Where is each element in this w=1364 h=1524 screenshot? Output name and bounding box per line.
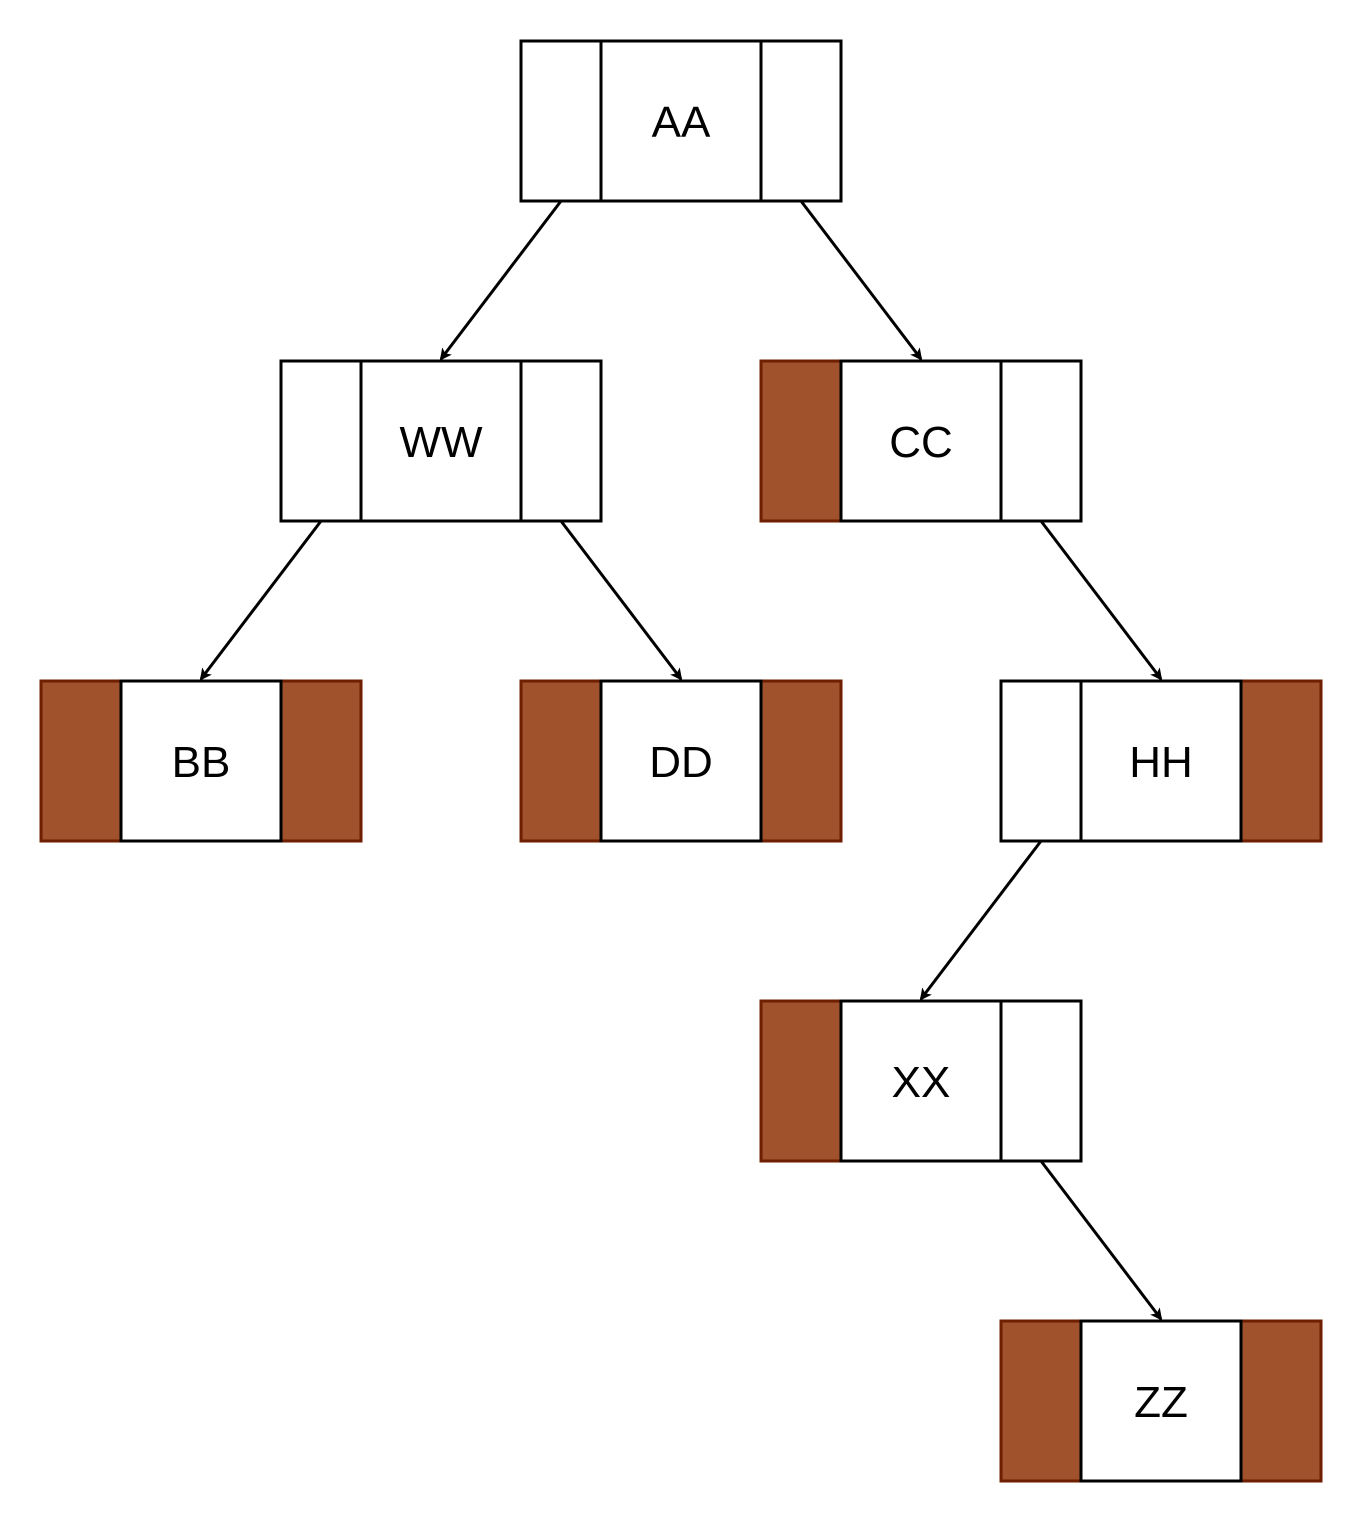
left-null-pointer-cell — [39, 679, 123, 843]
node-label: HH — [1129, 738, 1193, 787]
value-cell — [1079, 1319, 1243, 1483]
value-cell — [1079, 679, 1243, 843]
value-cell — [839, 359, 1003, 523]
right-pointer-cell — [999, 359, 1083, 523]
value-cell — [119, 679, 283, 843]
left-null-pointer-cell — [519, 679, 603, 843]
edge-ww-to-dd — [559, 520, 683, 681]
left-pointer-cell — [519, 39, 603, 203]
left-null-pointer-cell — [999, 1319, 1083, 1483]
edges-layer — [199, 200, 1163, 1321]
node-label: BB — [172, 738, 231, 787]
right-null-pointer-cell — [1239, 1319, 1323, 1483]
node-label: CC — [889, 418, 953, 467]
edge-cc-to-hh — [1039, 520, 1163, 681]
tree-node-aa: AA — [519, 39, 843, 203]
nodes-layer: AA WW CC BB DD HH XX ZZ — [39, 39, 1323, 1483]
right-pointer-cell — [999, 999, 1083, 1163]
node-label: DD — [649, 738, 713, 787]
left-null-pointer-cell — [759, 359, 843, 523]
value-cell — [839, 999, 1003, 1163]
right-pointer-cell — [759, 39, 843, 203]
value-cell — [599, 39, 763, 203]
left-null-pointer-cell — [759, 999, 843, 1163]
left-pointer-cell — [279, 359, 363, 523]
tree-node-ww: WW — [279, 359, 603, 523]
tree-node-hh: HH — [999, 679, 1323, 843]
edge-aa-to-ww — [439, 200, 563, 361]
node-label: XX — [892, 1058, 951, 1107]
tree-node-bb: BB — [39, 679, 363, 843]
tree-node-zz: ZZ — [999, 1319, 1323, 1483]
right-null-pointer-cell — [759, 679, 843, 843]
node-label: ZZ — [1134, 1378, 1188, 1427]
edge-hh-to-xx — [919, 840, 1043, 1001]
right-null-pointer-cell — [279, 679, 363, 843]
edge-xx-to-zz — [1039, 1160, 1163, 1321]
tree-node-dd: DD — [519, 679, 843, 843]
right-null-pointer-cell — [1239, 679, 1323, 843]
right-pointer-cell — [519, 359, 603, 523]
value-cell — [359, 359, 523, 523]
tree-node-xx: XX — [759, 999, 1083, 1163]
edge-ww-to-bb — [199, 520, 323, 681]
node-label: WW — [399, 418, 483, 467]
node-label: AA — [652, 98, 711, 147]
left-pointer-cell — [999, 679, 1083, 843]
edge-aa-to-cc — [799, 200, 923, 361]
tree-node-cc: CC — [759, 359, 1083, 523]
value-cell — [599, 679, 763, 843]
